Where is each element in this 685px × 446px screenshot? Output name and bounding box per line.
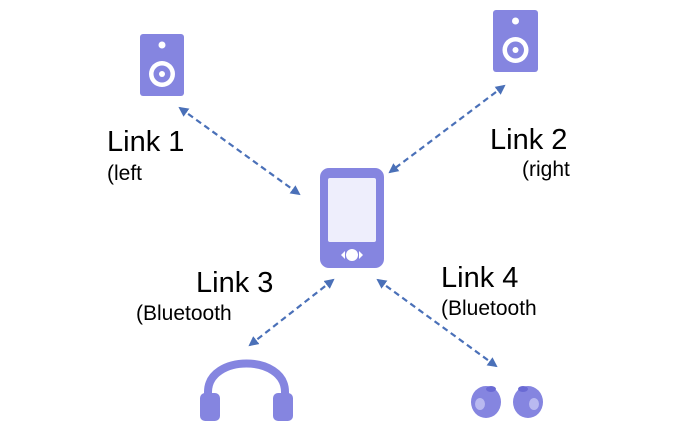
link-3-subtitle: (Bluetooth [136, 302, 232, 325]
arrow-link-2 [388, 84, 506, 174]
link-2-subtitle: (right [522, 158, 570, 181]
arrow-link-4 [376, 278, 498, 368]
link-4-subtitle: (Bluetooth [441, 297, 537, 320]
link-4-title: Link 4 [441, 262, 519, 294]
arrow-link-1 [178, 106, 301, 196]
link-2-title: Link 2 [490, 124, 568, 156]
speaker-icon [140, 34, 184, 96]
link-1-subtitle: (left [107, 162, 143, 185]
headphones-icon [200, 359, 293, 421]
smartphone-icon [320, 168, 384, 268]
link-1-title: Link 1 [107, 126, 185, 158]
earbuds-icon [471, 386, 543, 418]
link-3-title: Link 3 [196, 267, 274, 299]
speaker-icon [493, 10, 538, 72]
arrow-link-3 [248, 278, 335, 347]
